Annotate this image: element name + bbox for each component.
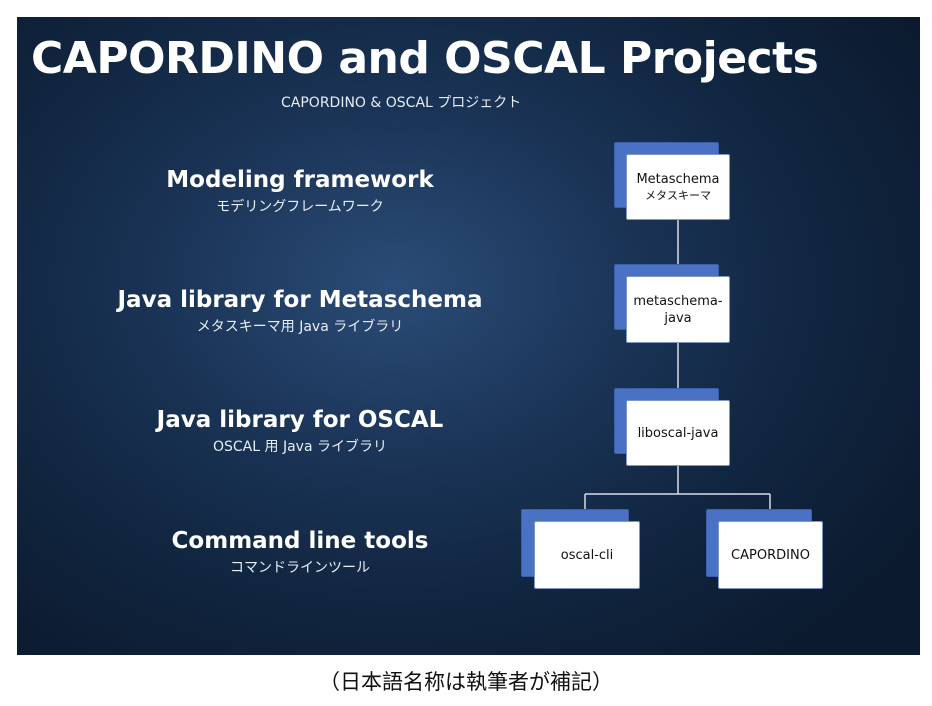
level-label-ja: モデリングフレームワーク <box>216 199 384 215</box>
node-metaschema-java: metaschema- java <box>614 264 731 343</box>
node-label: oscal-cli <box>560 547 614 563</box>
node-label-line2: java <box>664 310 692 326</box>
level-label-ja: OSCAL 用 Java ライブラリ <box>213 439 387 455</box>
level-modeling-framework: Modeling framework モデリングフレームワーク <box>17 165 583 217</box>
node-card: liboscal-java <box>626 400 730 466</box>
node-label: liboscal-java <box>637 425 719 441</box>
level-label-en: Command line tools <box>171 528 429 554</box>
level-command-line-tools: Command line tools コマンドラインツール <box>17 526 583 578</box>
node-metaschema: Metaschema メタスキーマ <box>614 142 731 220</box>
node-oscal-cli: oscal-cli <box>521 509 641 589</box>
slide: CAPORDINO and OSCAL Projects CAPORDINO &… <box>17 17 920 655</box>
level-label-ja: メタスキーマ用 Java ライブラリ <box>196 319 404 335</box>
footnote: （日本語名称は執筆者が補記） <box>319 670 613 694</box>
node-card: CAPORDINO <box>718 521 823 589</box>
level-label-en: Java library for Metaschema <box>117 287 483 313</box>
level-java-library-oscal: Java library for OSCAL OSCAL 用 Java ライブラ… <box>17 405 583 457</box>
node-liboscal-java: liboscal-java <box>614 388 731 466</box>
node-label: Metaschema <box>636 172 720 187</box>
level-label-en: Modeling framework <box>166 167 434 193</box>
level-label-en: Java library for OSCAL <box>156 407 444 433</box>
level-java-library-metaschema: Java library for Metaschema メタスキーマ用 Java… <box>17 285 583 337</box>
node-label: metaschema- <box>633 293 723 309</box>
slide-title: CAPORDINO and OSCAL Projects <box>31 33 819 84</box>
level-label-ja: コマンドラインツール <box>230 560 370 576</box>
node-label: CAPORDINO <box>731 547 810 563</box>
node-card: metaschema- java <box>626 276 730 343</box>
slide-subtitle: CAPORDINO & OSCAL プロジェクト <box>281 95 522 111</box>
node-card: Metaschema メタスキーマ <box>626 154 730 220</box>
node-card: oscal-cli <box>534 521 640 589</box>
node-label-ja: メタスキーマ <box>645 189 711 202</box>
node-capordino: CAPORDINO <box>706 509 824 589</box>
